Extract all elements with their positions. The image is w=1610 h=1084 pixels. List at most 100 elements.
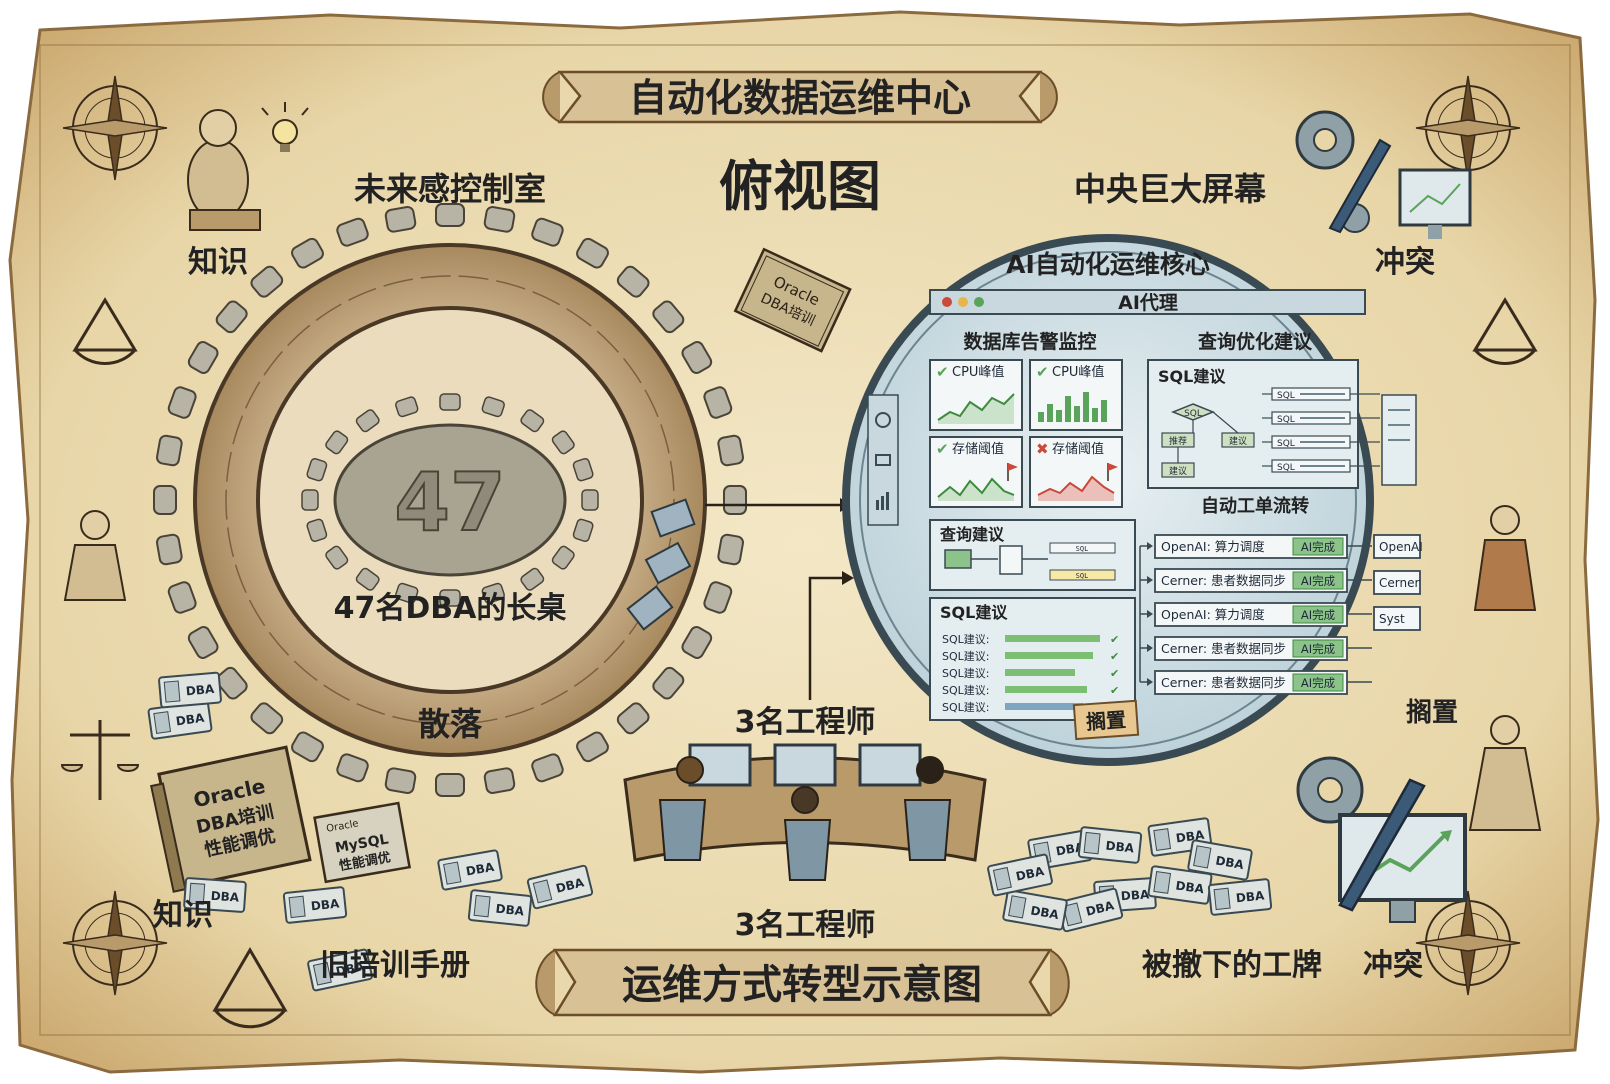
inner-chair	[439, 393, 461, 411]
section-query-opt: 查询优化建议	[1197, 330, 1313, 353]
workflow-target-label: Cerner	[1379, 576, 1419, 590]
chair	[616, 702, 650, 735]
spark-area	[1038, 477, 1114, 501]
query-advice-title: 查询建议	[940, 525, 1005, 544]
engineer-chair-1	[658, 799, 707, 861]
alert-card: ✔CPU峰值	[929, 359, 1023, 431]
ai-done-badge	[1292, 605, 1344, 624]
alert-card-title: 存储阈值	[1052, 441, 1104, 457]
chair	[576, 237, 609, 269]
ai-done-badge-text: AI完成	[1301, 676, 1336, 690]
chair	[167, 581, 197, 614]
table-number: 47	[394, 456, 505, 549]
alert-card: ✔存储阈值	[929, 436, 1023, 508]
sql-suggest-row-label: SQL建议:	[942, 666, 989, 680]
dba-badge: DBA	[467, 889, 533, 927]
workflow-row-label: Cerner: 患者数据同步	[1161, 573, 1286, 588]
scholar-figure-left-middle	[63, 510, 127, 601]
inner-chairs	[301, 393, 599, 607]
chair	[336, 217, 369, 247]
chair	[291, 731, 324, 763]
inner-chair	[520, 567, 545, 591]
gear-icon	[875, 412, 891, 428]
pen-icon	[1338, 778, 1426, 912]
workflow-row-label: Cerner: 患者数据同步	[1161, 675, 1286, 690]
query-flow-start	[944, 549, 972, 569]
chairs-ring	[153, 203, 747, 797]
chair	[215, 666, 248, 700]
bottom-banner: 运维方式转型示意图	[535, 948, 1070, 1017]
chair	[681, 626, 713, 659]
sql-flow: SQL 建议 推荐 建议	[1161, 403, 1255, 478]
dba-badge: DBA	[1077, 826, 1143, 864]
dba-badge-text: DBA	[1214, 853, 1245, 872]
sql-suggest-title: SQL建议	[940, 603, 1008, 622]
label-conflict-top: 冲突	[1375, 245, 1435, 280]
heading-topview: 俯视图	[719, 155, 881, 218]
dba-badge: DBA	[526, 864, 594, 910]
chair	[156, 533, 183, 566]
dba-badge: DBA	[147, 700, 213, 740]
dba-badge-text: DBA	[310, 896, 340, 913]
spark-bar	[1038, 412, 1044, 422]
spark-bar	[1056, 410, 1062, 422]
oracle-dba-book-small: Oracle DBA培训	[733, 247, 852, 353]
check-icon: ✔	[1036, 363, 1049, 381]
inner-chair	[551, 430, 575, 455]
check-icon: ✔	[1110, 684, 1119, 697]
spark-bar	[1074, 406, 1080, 422]
compass-rose-icon	[1415, 75, 1521, 181]
window-title: AI代理	[1118, 292, 1178, 314]
inner-chair	[439, 589, 461, 607]
dba-badge: DBA	[1056, 887, 1124, 933]
inner-chair	[306, 458, 328, 482]
engineer-1	[676, 756, 704, 784]
label-scattered-top: 散落	[418, 705, 483, 743]
dba-badge: DBA	[183, 877, 247, 913]
alert-card-title: 存储阈值	[952, 441, 1004, 457]
window-titlebar	[929, 289, 1366, 315]
check-icon: ✔	[936, 440, 949, 458]
inner-chair	[395, 582, 419, 604]
sextant-icon	[1472, 297, 1538, 365]
window-dot-yellow	[958, 297, 968, 307]
sql-flow-node-2: 建议	[1229, 435, 1247, 447]
spark-area	[938, 394, 1014, 424]
chair	[652, 666, 685, 700]
sql-suggest-row-label: SQL建议:	[942, 700, 989, 714]
compass-rose-icon	[62, 75, 168, 181]
ai-done-badge	[1292, 673, 1344, 692]
dba-badge-text: DBA	[1015, 864, 1046, 884]
chair	[723, 485, 747, 515]
chair	[384, 767, 417, 794]
chair	[291, 237, 324, 269]
spark-line	[1037, 475, 1115, 496]
workflow-row-label: Cerner: 患者数据同步	[1161, 641, 1286, 656]
engineer-monitor-2	[773, 743, 837, 787]
bar-chart-icon-bar	[886, 492, 889, 510]
sextant-icon	[72, 297, 138, 365]
window-dot-green	[974, 297, 984, 307]
central-ai-screen: AI自动化运维核心 AI代理 数据库告警监控 查询优化建议 ✔CPU峰值✔CPU…	[842, 234, 1423, 766]
table-caption: 47名DBA的长桌	[334, 591, 567, 626]
inner-chair	[581, 489, 599, 511]
cross-icon: ✖	[1036, 440, 1049, 458]
label-shelved-right: 搁置	[1406, 698, 1458, 728]
label-conflict-bottom: 冲突	[1363, 948, 1423, 983]
ai-done-badge	[1292, 571, 1344, 590]
inner-chair	[395, 396, 419, 418]
sql-suggest-row-label: SQL建议:	[942, 649, 989, 663]
inner-chair	[325, 430, 349, 455]
chair	[616, 265, 650, 298]
dba-badge-text: DBA	[1105, 839, 1135, 856]
sql-flow-node-3: 推荐	[1169, 435, 1187, 447]
alert-card-title: CPU峰值	[1052, 364, 1104, 380]
database-icon	[875, 454, 891, 466]
workflow-target-label: Syst	[1379, 612, 1405, 626]
label-old-manual: 旧培训手册	[320, 948, 470, 983]
chair	[250, 702, 284, 735]
engineer-chair-3	[903, 799, 952, 861]
document-icon	[999, 545, 1023, 575]
